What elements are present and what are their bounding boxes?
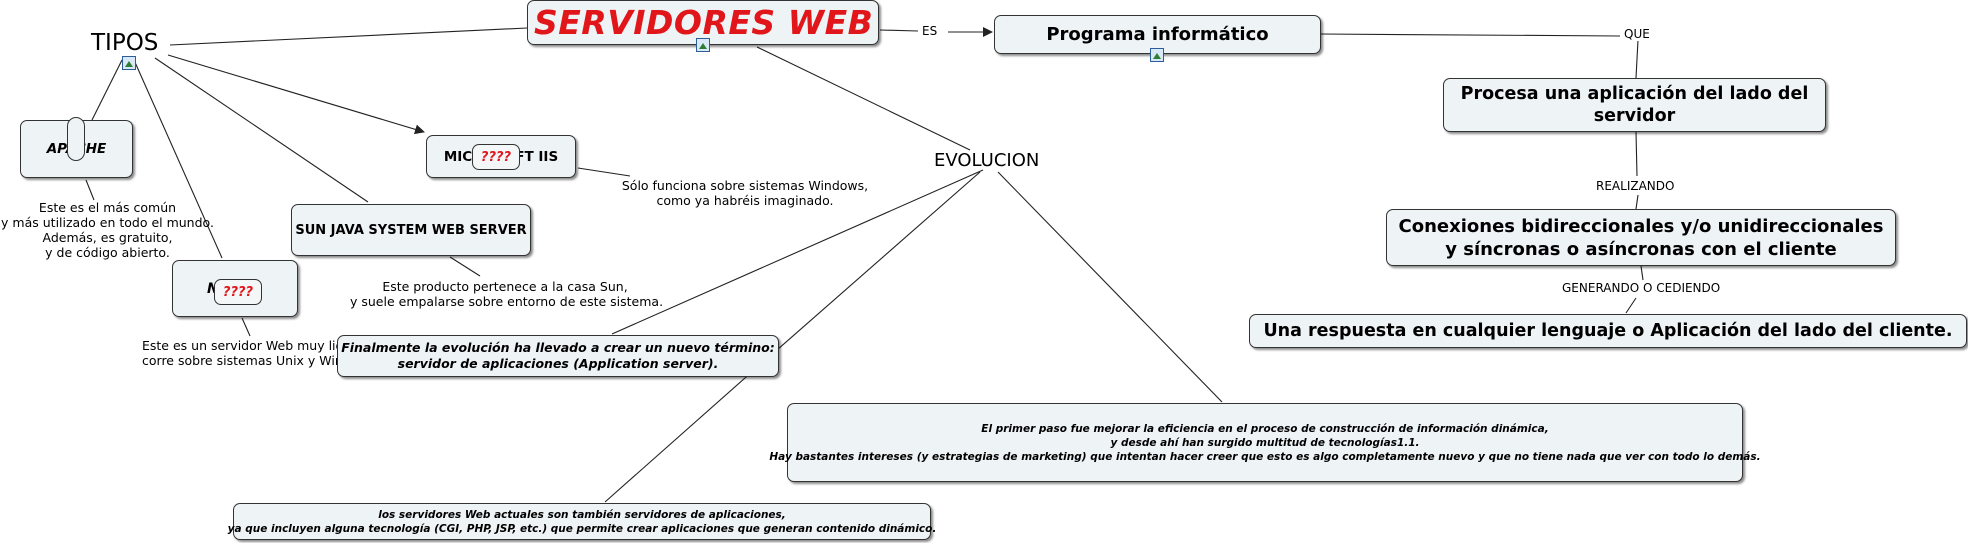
respuesta-node[interactable]: Una respuesta en cualquier lenguaje o Ap… <box>1249 314 1967 348</box>
iis-note: Sólo funciona sobre sistemas Windows, co… <box>621 178 869 208</box>
n-note-clip: Este es un servidor Web muy lig corre so… <box>130 336 340 370</box>
title-text: SERVIDORES WEB <box>534 3 874 42</box>
link-label-que: QUE <box>1622 27 1652 41</box>
image-icon-programa[interactable] <box>1150 48 1164 62</box>
primer-paso-text: El primer paso fue mejorar la eficiencia… <box>769 422 1761 463</box>
servidores-actuales-text: los servidores Web actuales son también … <box>227 508 937 535</box>
sun-node[interactable]: SUN JAVA SYSTEM WEB SERVER <box>291 204 531 256</box>
iis-placeholder-badge[interactable]: ???? <box>472 144 520 170</box>
procesa-text: Procesa una aplicación del lado del serv… <box>1460 84 1809 126</box>
image-icon-title[interactable] <box>696 38 710 52</box>
procesa-node[interactable]: Procesa una aplicación del lado del serv… <box>1443 78 1826 132</box>
servidores-actuales-node[interactable]: los servidores Web actuales son también … <box>228 503 936 540</box>
n-note: Este es un servidor Web muy lig corre so… <box>142 338 340 368</box>
link-label-es: ES <box>920 24 940 38</box>
sun-note: Este producto pertenece a la casa Sun, y… <box>350 279 664 309</box>
apache-overlay-handle <box>67 117 85 161</box>
apache-note: Este es el más común y más utilizado en … <box>1 200 214 260</box>
link-label-realizando: REALIZANDO <box>1594 179 1677 193</box>
evolucion-label[interactable]: EVOLUCION <box>934 150 1040 171</box>
n-text: N <box>207 280 219 297</box>
finalmente-node[interactable]: Finalmente la evolución ha llevado a cre… <box>337 335 779 377</box>
finalmente-text: Finalmente la evolución ha llevado a cre… <box>341 340 775 371</box>
tipos-label[interactable]: TIPOS <box>91 30 159 56</box>
image-icon-tipos[interactable] <box>122 56 136 70</box>
respuesta-text: Una respuesta en cualquier lenguaje o Ap… <box>1263 321 1953 341</box>
primer-paso-node[interactable]: El primer paso fue mejorar la eficiencia… <box>769 403 1761 482</box>
n-placeholder-badge[interactable]: ???? <box>214 279 262 305</box>
link-label-generando: GENERANDO O CEDIENDO <box>1560 281 1723 295</box>
conexiones-node[interactable]: Conexiones bidireccionales y/o unidirecc… <box>1386 209 1896 266</box>
programa-node[interactable]: Programa informático <box>994 15 1321 54</box>
sun-text: SUN JAVA SYSTEM WEB SERVER <box>295 222 527 238</box>
programa-text: Programa informático <box>1046 24 1269 45</box>
n-node[interactable]: N <box>172 260 298 317</box>
conexiones-text: Conexiones bidireccionales y/o unidirecc… <box>1398 215 1884 260</box>
title-node[interactable]: SERVIDORES WEB <box>527 0 879 45</box>
